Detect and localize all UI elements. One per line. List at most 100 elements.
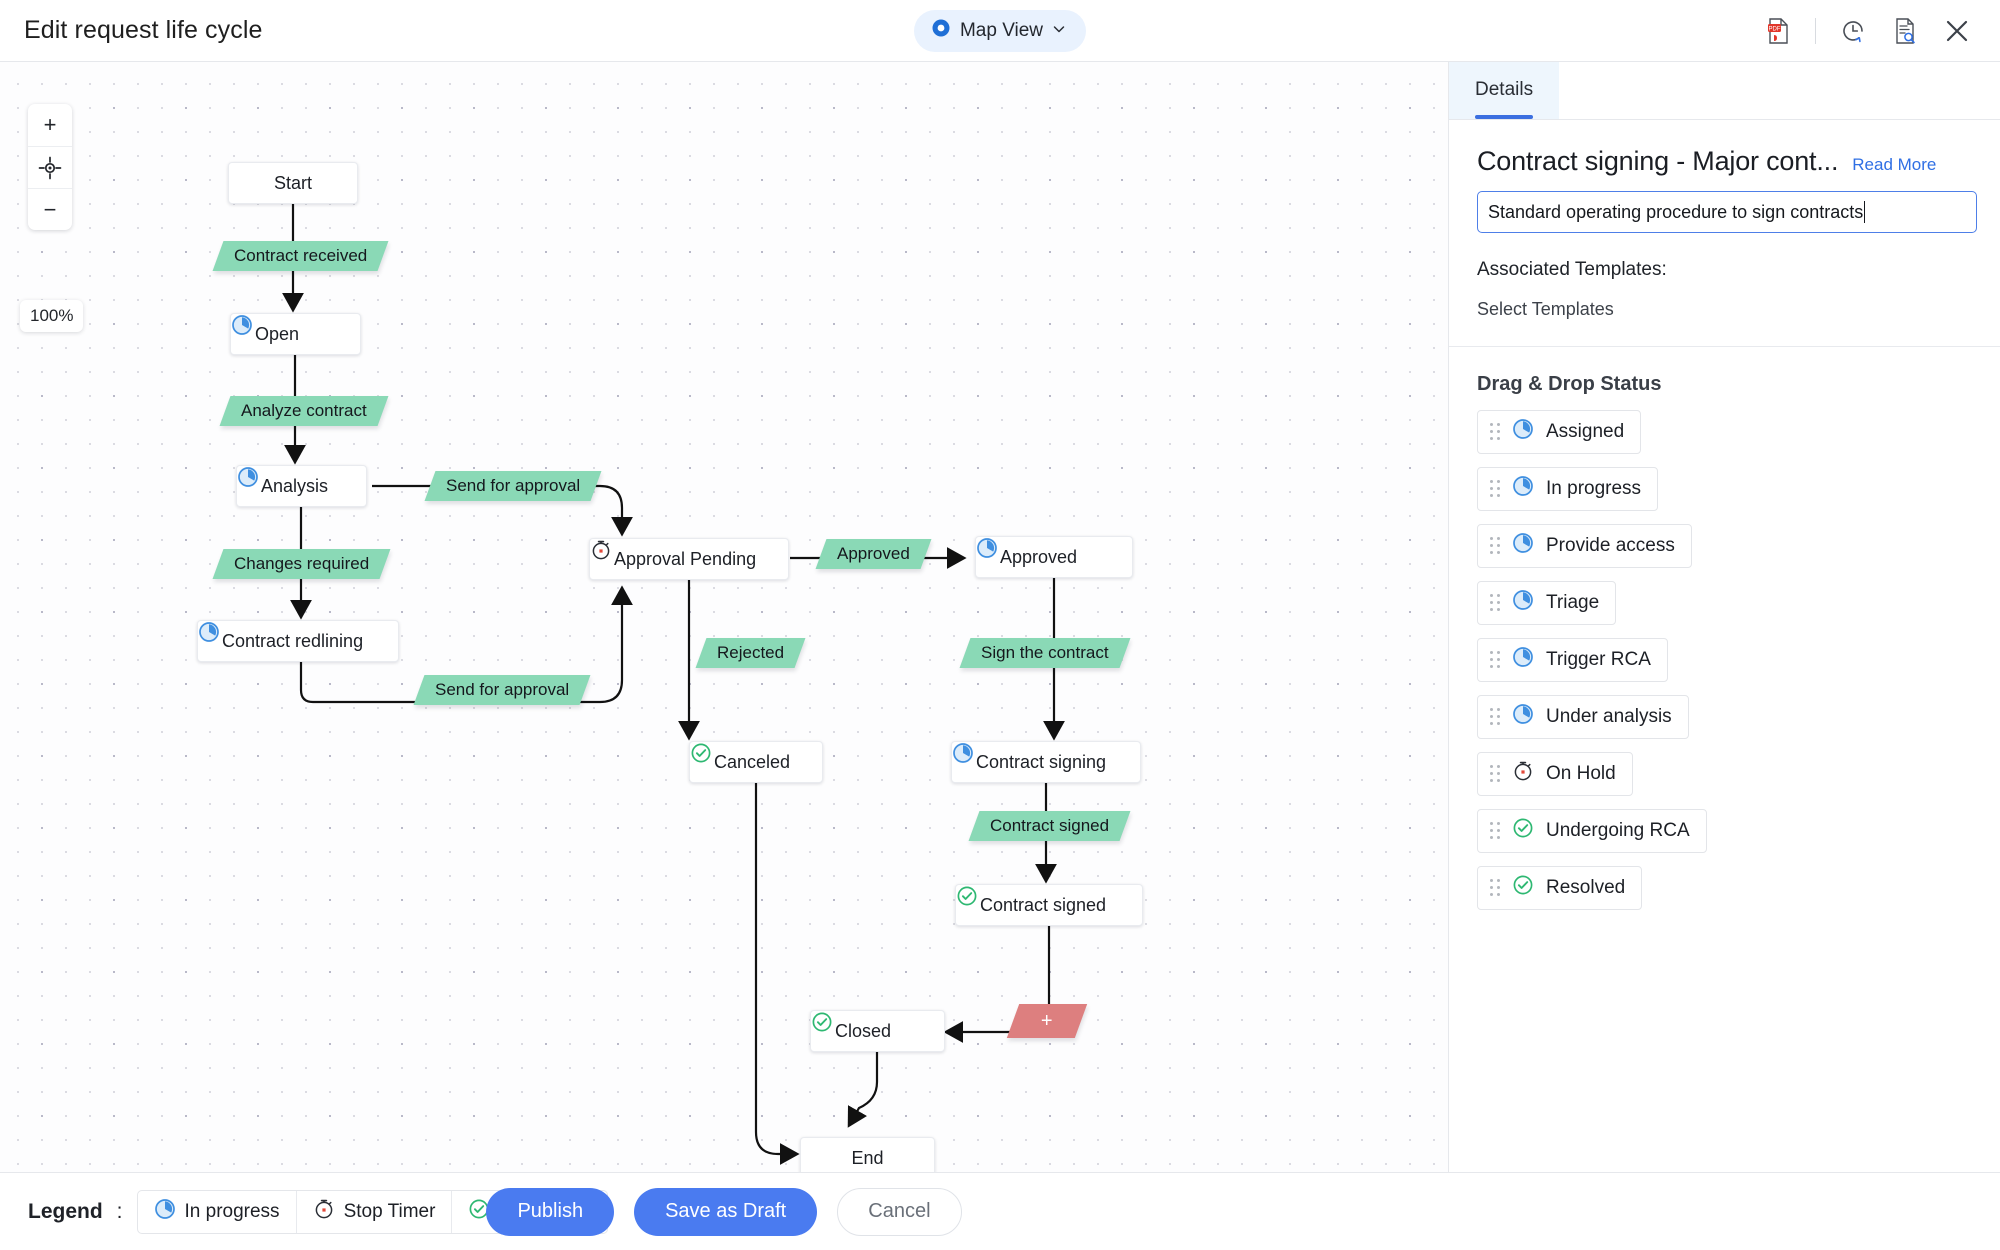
read-more-link[interactable]: Read More [1852, 155, 1937, 174]
publish-button[interactable]: Publish [486, 1187, 615, 1236]
flow-tag-rejected[interactable]: Rejected [695, 638, 806, 668]
status-chip-undergoing-rca[interactable]: Undergoing RCA [1477, 809, 1707, 853]
tab-details[interactable]: Details [1449, 61, 1560, 119]
flow-node-label: Start [273, 173, 312, 193]
lifecycle-name: Contract signing - Major cont... [1477, 146, 1839, 176]
flow-tag-label: Changes required [234, 554, 370, 573]
flow-node-label: Analysis [261, 476, 329, 496]
status-chip-label: Under analysis [1546, 706, 1672, 727]
flow-tag-sign-the-contract[interactable]: Sign the contract [959, 638, 1131, 668]
status-chip-assigned[interactable]: Assigned [1477, 410, 1642, 454]
history-icon[interactable] [1838, 16, 1868, 46]
legend-label: Legend [28, 1199, 103, 1223]
flow-node-contract-redlining[interactable]: Contract redlining [197, 620, 399, 662]
chevron-down-icon [1052, 20, 1066, 42]
audit-document-icon[interactable] [1890, 16, 1920, 46]
drag-handle-icon[interactable] [1490, 537, 1500, 555]
drag-handle-icon[interactable] [1490, 765, 1500, 783]
flow-node-contract-signing[interactable]: Contract signing [951, 741, 1141, 783]
export-pdf-icon[interactable]: PDF [1763, 16, 1793, 46]
details-panel: Details Contract signing - Major cont...… [1448, 61, 2000, 1172]
status-chip-provide-access[interactable]: Provide access [1477, 524, 1692, 568]
flow-node-start[interactable]: Start [228, 162, 358, 204]
drag-handle-icon[interactable] [1490, 708, 1500, 726]
flow-node-contract-signed[interactable]: Contract signed [955, 884, 1143, 926]
close-icon[interactable] [1942, 16, 1972, 46]
completed-icon [1512, 817, 1534, 845]
flow-tag-send-for-approval-2[interactable]: Send for approval [413, 675, 591, 705]
flow-node-label: End [851, 1148, 884, 1168]
legend-item-in-progress: In progress [138, 1191, 296, 1233]
flow-node-label: Open [255, 324, 300, 344]
status-chip-resolved[interactable]: Resolved [1477, 866, 1643, 910]
drag-handle-icon[interactable] [1490, 879, 1500, 897]
flow-tag-contract-signed-tag[interactable]: Contract signed [968, 811, 1131, 841]
cancel-button[interactable]: Cancel [837, 1187, 962, 1236]
flow-tag-analyze-contract[interactable]: Analyze contract [219, 396, 389, 426]
map-view-toggle[interactable]: Map View [913, 9, 1087, 52]
status-chip-triage[interactable]: Triage [1477, 581, 1617, 625]
flow-node-canceled[interactable]: Canceled [689, 741, 823, 783]
flow-tag-label: Analyze contract [241, 401, 367, 420]
connector-lines [282, 203, 1065, 1165]
flow-node-closed[interactable]: Closed [810, 1010, 945, 1052]
flow-node-label: Approved [1000, 547, 1078, 567]
flow-node-approved[interactable]: Approved [975, 536, 1133, 578]
zoom-out-button[interactable]: − [28, 188, 72, 230]
text-caret [1864, 201, 1866, 223]
in-progress-icon [1512, 703, 1534, 731]
save-as-draft-button[interactable]: Save as Draft [634, 1187, 818, 1236]
drag-handle-icon[interactable] [1490, 480, 1500, 498]
flow-node-label: Contract signed [980, 895, 1107, 915]
flow-node-label: Contract signing [976, 752, 1107, 772]
flow-node-label: Contract redlining [222, 631, 364, 651]
flow-tag-add-transition[interactable]: + [1006, 1004, 1088, 1038]
select-templates-field[interactable]: Select Templates [1477, 299, 1614, 319]
in-progress-icon [1512, 532, 1534, 560]
footer-actions: Publish Save as Draft Cancel [0, 1187, 1448, 1236]
flow-tag-changes-required[interactable]: Changes required [212, 549, 391, 579]
flow-canvas[interactable]: + − 100% [0, 62, 1448, 1172]
status-chip-in-progress[interactable]: In progress [1477, 467, 1659, 511]
in-progress-icon [1512, 646, 1534, 674]
recenter-icon[interactable] [28, 146, 72, 188]
description-input[interactable]: Standard operating procedure to sign con… [1477, 191, 1977, 233]
flow-tag-send-for-approval-1[interactable]: Send for approval [424, 471, 602, 501]
flow-tag-label: Contract signed [990, 816, 1110, 835]
zoom-controls: + − [28, 104, 72, 230]
drag-handle-icon[interactable] [1490, 822, 1500, 840]
status-chip-label: Assigned [1546, 421, 1625, 442]
status-chip-label: Undergoing RCA [1546, 820, 1690, 841]
flow-tag-label: Send for approval [446, 476, 581, 495]
flow-node-open[interactable]: Open [230, 313, 361, 355]
stop-timer-icon [313, 1198, 335, 1226]
flow-node-label: Closed [835, 1021, 892, 1041]
header-divider [1815, 17, 1816, 44]
drag-handle-icon[interactable] [1490, 423, 1500, 441]
status-chip-on-hold[interactable]: On Hold [1477, 752, 1633, 796]
flow-tag-approved-tag[interactable]: Approved [815, 539, 932, 569]
panel-header: Contract signing - Major cont... Read Mo… [1449, 120, 2000, 320]
page-title: Edit request life cycle [24, 16, 263, 44]
legend-colon: : [116, 1199, 123, 1223]
flow-node-label: Approval Pending [614, 549, 757, 569]
drag-handle-icon[interactable] [1490, 651, 1500, 669]
flow-tag-contract-received[interactable]: Contract received [212, 241, 389, 271]
status-chip-label: Triage [1546, 592, 1600, 613]
drag-handle-icon[interactable] [1490, 594, 1500, 612]
panel-divider [1449, 346, 2000, 347]
description-value: Standard operating procedure to sign con… [1488, 201, 1864, 222]
tab-active-underline [1475, 115, 1534, 119]
zoom-in-button[interactable]: + [43, 112, 57, 137]
status-chip-under-analysis[interactable]: Under analysis [1477, 695, 1689, 739]
window-header: Edit request life cycle Map View PDF [0, 0, 2000, 62]
flow-node-label: Canceled [714, 752, 791, 772]
status-chip-trigger-rca[interactable]: Trigger RCA [1477, 638, 1668, 682]
flow-node-end[interactable]: End [800, 1137, 935, 1172]
flow-node-analysis[interactable]: Analysis [236, 465, 367, 507]
flow-node-approval-pending[interactable]: Approval Pending [589, 538, 789, 580]
